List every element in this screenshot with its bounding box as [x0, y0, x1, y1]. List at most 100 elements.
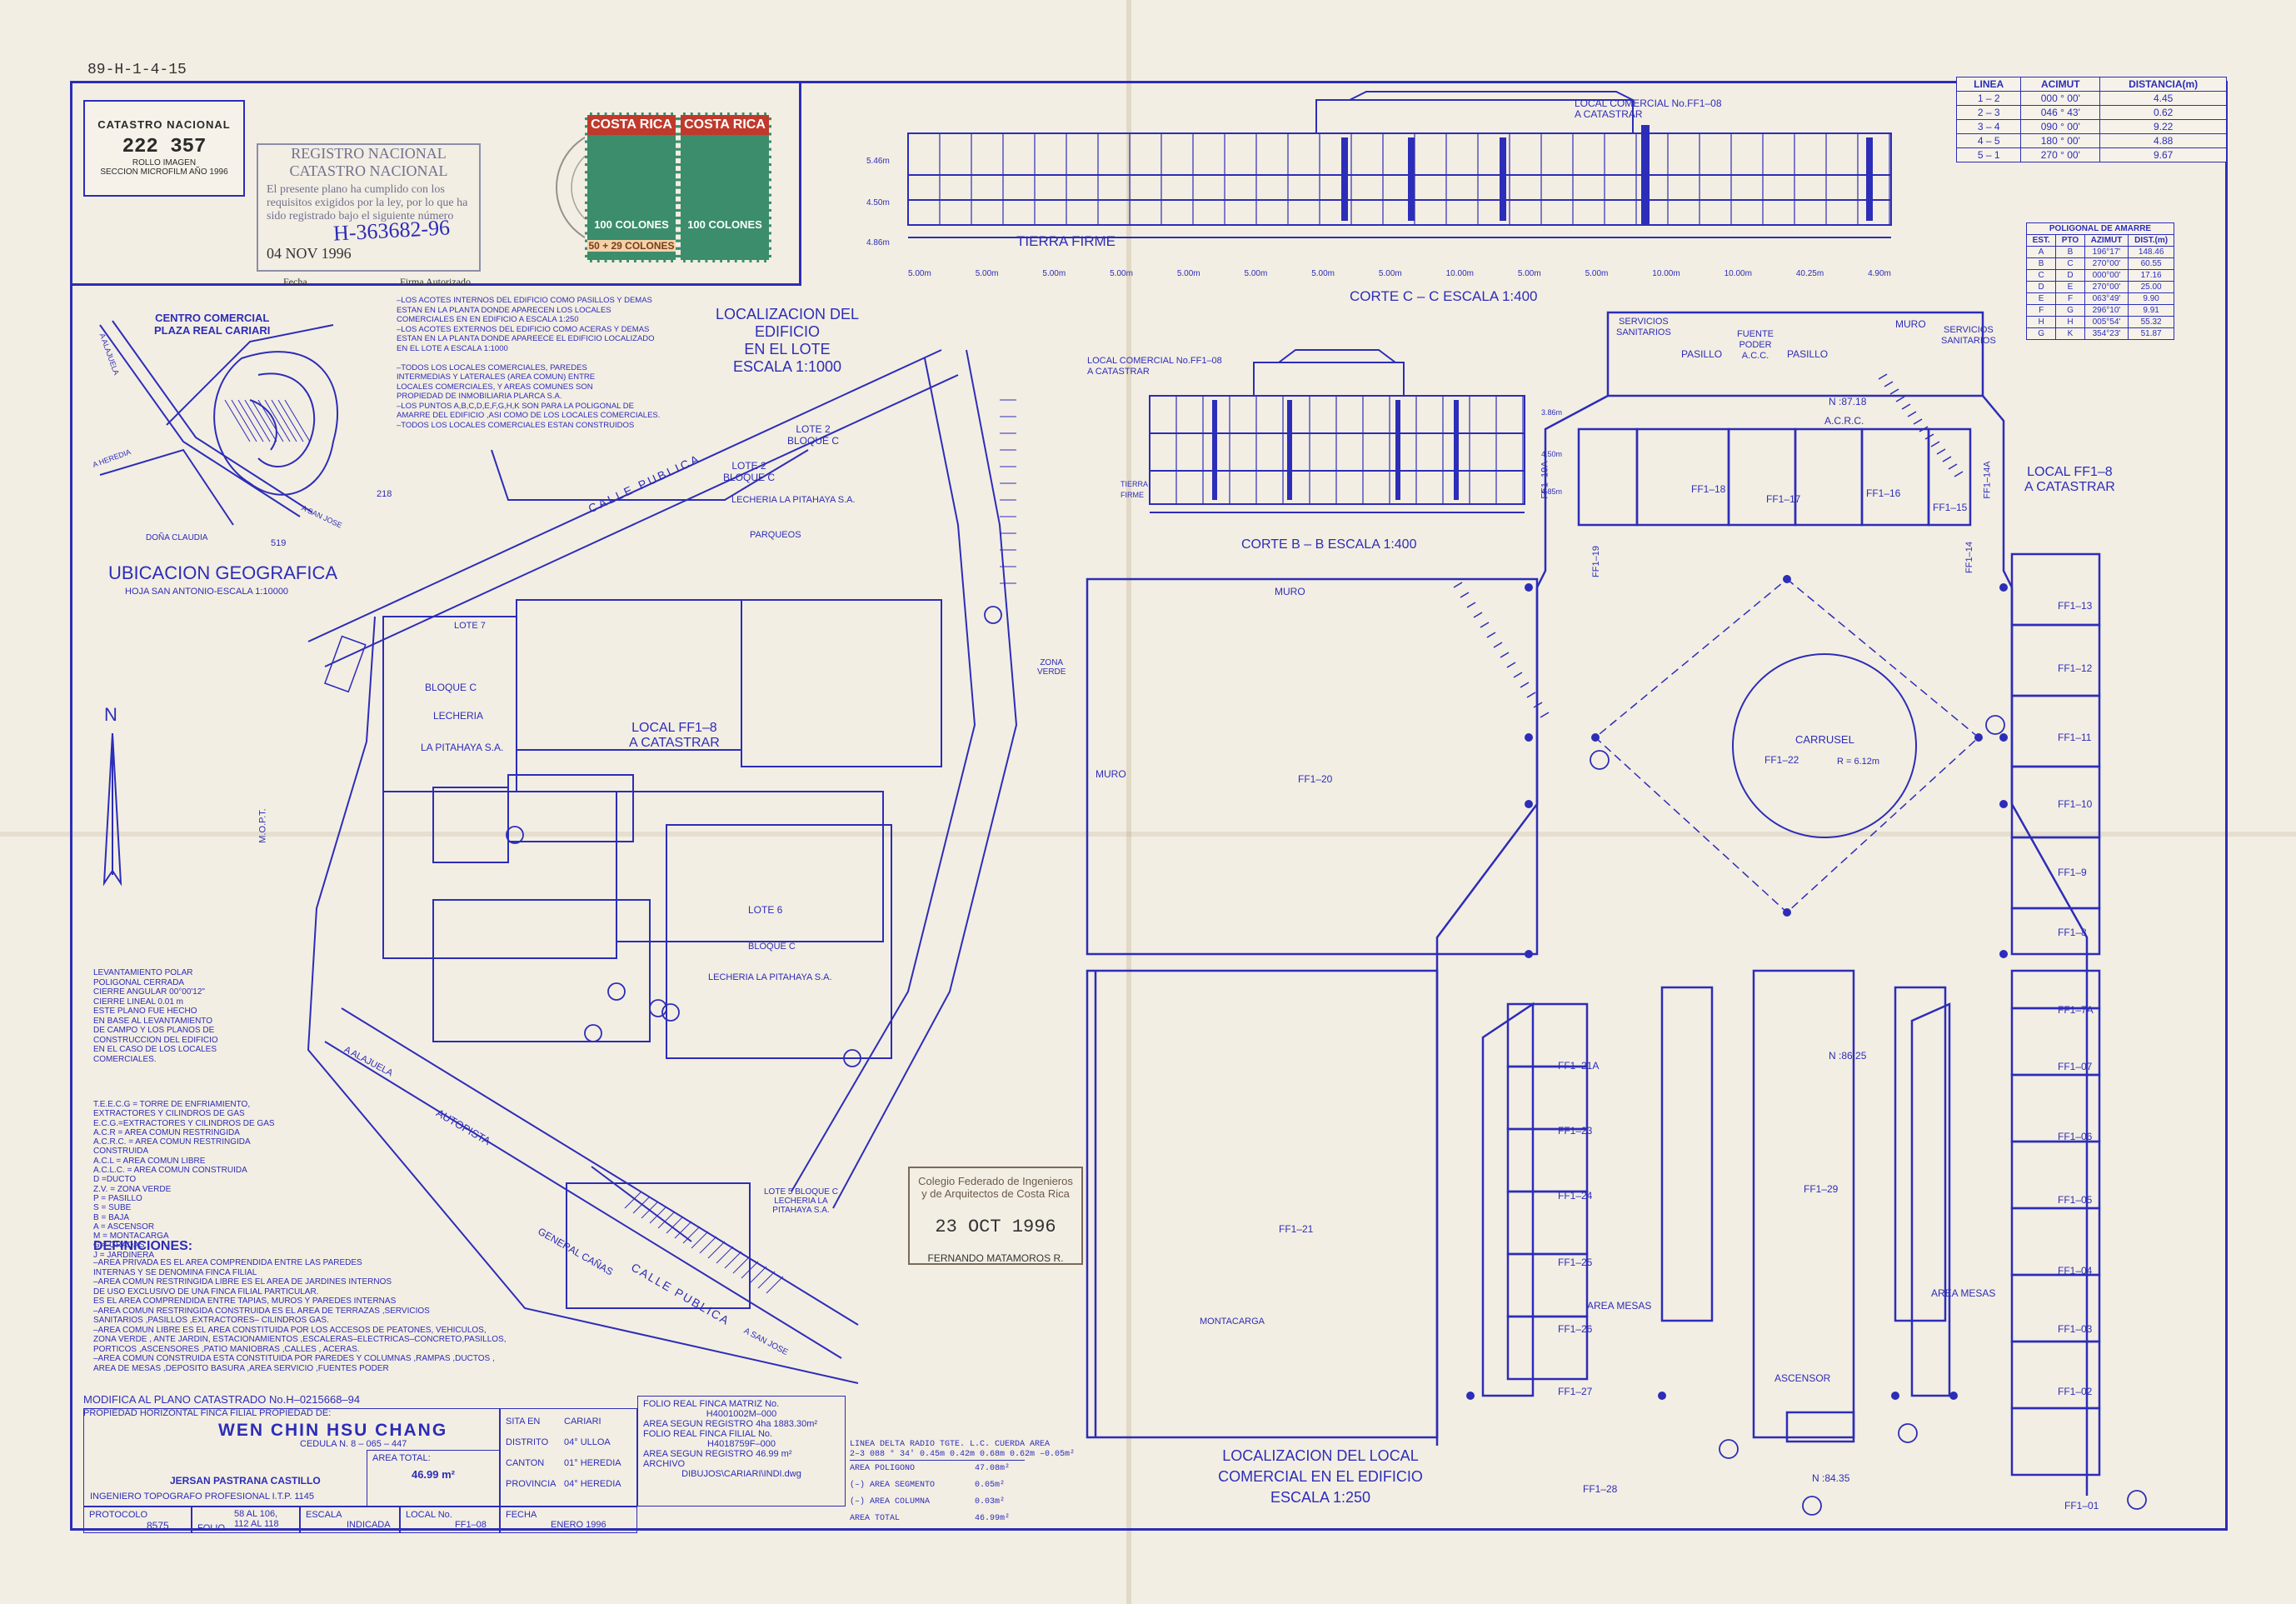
map-hatch-line: [264, 399, 291, 442]
plan-unit-label: FF1–17: [1766, 493, 1801, 505]
acimut-cell: 046 ° 43': [2020, 105, 2101, 120]
poligonal-cell: 063°49': [2084, 292, 2129, 305]
sita-label: SITA EN: [506, 1417, 541, 1427]
provincia-value: 04° HEREDIA: [564, 1479, 621, 1489]
escalator-step: [1884, 381, 1894, 387]
corte-bb-height: 3.86m: [1541, 408, 1563, 417]
escalator-step: [1895, 396, 1905, 402]
plan-unit-label: FF1–02: [2058, 1386, 2093, 1397]
escalator-step: [1907, 411, 1917, 417]
corte-bb-local-label: LOCAL COMERCIAL No.FF1–08 A CATASTRAR: [1087, 356, 1222, 377]
map-hatch-line: [237, 399, 264, 442]
site-lecheria6: LECHERIA LA PITAHAYA S.A.: [708, 972, 832, 982]
folio-label: FOLIO: [197, 1523, 226, 1533]
dimension-label: 5.00m: [1585, 269, 1609, 278]
poligonal-cell: F: [2055, 292, 2085, 305]
levantamiento-notes: LEVANTAMIENTO POLAR POLIGONAL CERRADA CI…: [93, 968, 218, 1064]
plan-unit-label: FF1–12: [2058, 662, 2093, 674]
parking-stripe: [649, 1206, 667, 1224]
north-label: N: [104, 704, 117, 725]
plan-acrc: A.C.R.C.: [1824, 415, 1864, 427]
site-bloque-c6: BLOQUE C: [748, 942, 796, 952]
map-hatch-line: [244, 399, 271, 442]
parking-stripe: [624, 1191, 642, 1209]
site-lote2a: LOTE 2 BLOQUE C: [723, 460, 776, 483]
plan-unit-label: FF1–14: [1964, 542, 1974, 573]
structural-column: [1525, 950, 1533, 958]
table-header: ACIMUT: [2020, 77, 2101, 92]
table-header: LINEA: [1955, 77, 2022, 92]
poligonal-cell: 196°17': [2084, 246, 2129, 258]
plan-unit-label: FF1–26: [1558, 1323, 1593, 1335]
area-total-cell: AREA TOTAL: 46.99 m²: [367, 1450, 500, 1507]
escalator-step: [1520, 682, 1530, 688]
escalator-step: [1942, 456, 1952, 462]
plan-room-muro: MURO: [1895, 318, 1926, 330]
plan-radius: R = 6.12m: [1837, 757, 1880, 767]
postage-stamps: COSTA RICA 100 COLONES 50 + 29 COLONES C…: [556, 108, 775, 271]
parking-stripe: [766, 1276, 784, 1294]
plan-room-fuente-poder: FUENTE PODER A.C.C.: [1737, 329, 1774, 361]
structural-column: [1974, 733, 1983, 742]
acimut-cell: 090 ° 00': [2020, 119, 2101, 134]
table-header: PTO: [2055, 234, 2085, 247]
plan-unit-label: FF1–21A: [1558, 1060, 1600, 1072]
structural-column: [1999, 733, 2008, 742]
folio-value: 58 AL 106, 112 AL 118: [234, 1509, 279, 1529]
acimut-cell: 4.88: [2099, 133, 2227, 148]
structural-column: [1999, 950, 2008, 958]
acimut-cell: 180 ° 00': [2020, 133, 2101, 148]
registro-subheading: CATASTRO NACIONAL: [289, 162, 448, 179]
escalator-step: [1936, 448, 1946, 455]
poligonal-cell: 354°23': [2084, 327, 2129, 340]
plan-unit-label: FF1–7A: [2058, 1004, 2094, 1016]
escalator-step: [1954, 471, 1964, 477]
acimut-cell: 2 – 3: [1955, 105, 2022, 120]
acimut-cell: 1 – 2: [1955, 91, 2022, 106]
poligonal-cell: 270°00': [2084, 281, 2129, 293]
area-total-value: 46.99 m²: [411, 1468, 456, 1481]
catastro-nacional-stamp: CATASTRO NACIONAL 222 357 ROLLO IMAGEN S…: [83, 100, 245, 197]
poligonal-cell: E: [2055, 281, 2085, 293]
protocolo-value: 8575: [147, 1520, 169, 1532]
provincia-label: PROVINCIA: [506, 1479, 557, 1489]
plan-unit-label: FF1–16: [1866, 487, 1901, 499]
poligonal-cell: 148.46: [2128, 246, 2174, 258]
escalator-step: [1924, 433, 1934, 440]
dimension-label: 40.25m: [1795, 269, 1824, 278]
corte-bb-section-drawing: [1149, 349, 1525, 513]
escalator-step: [1513, 672, 1523, 678]
table-header: DISTANCIA(m): [2099, 77, 2227, 92]
plan-unit-label: FF1–05: [2058, 1194, 2093, 1206]
plan-title: LOCALIZACION DEL LOCAL COMERCIAL EN EL E…: [1218, 1447, 1423, 1506]
acimut-cell: 5 – 1: [1955, 147, 2022, 162]
engineer-name: JERSAN PASTRANA CASTILLO: [170, 1475, 321, 1487]
owner-name: WEN CHIN HSU CHANG: [218, 1421, 448, 1440]
canton-value: 01° HEREDIA: [564, 1458, 621, 1468]
poligonal-cell: 17.16: [2128, 269, 2174, 282]
structural-column: [1999, 583, 2008, 592]
structural-column: [1783, 908, 1791, 917]
area-registro2: AREA SEGUN REGISTRO 46.99 m²: [643, 1449, 792, 1459]
plan-room-pasillo-2: PASILLO: [1787, 348, 1829, 360]
owner-cedula: CEDULA N. 8 – 065 – 447: [300, 1439, 407, 1449]
escalator-step: [1889, 388, 1899, 395]
plan-unit-label: FF1–03: [2058, 1323, 2093, 1335]
poligonal-cell: 51.87: [2128, 327, 2174, 340]
corte-cc-title: CORTE C – C ESCALA 1:400: [1350, 288, 1538, 304]
modifica-plano: MODIFICA AL PLANO CATASTRADO No.H–021566…: [83, 1393, 361, 1406]
plan-ff1-21: FF1–21: [1279, 1223, 1314, 1235]
abbreviations-notes: T.E.E.C.G = TORRE DE ENFRIAMIENTO, EXTRA…: [93, 1100, 275, 1260]
escalator-step: [1480, 622, 1490, 628]
site-local-ff18: LOCAL FF1–8 A CATASTRAR: [629, 721, 720, 750]
poligonal-cell: 55.32: [2128, 316, 2174, 328]
poligonal-cell: D: [2025, 281, 2057, 293]
structural-column: [1891, 1392, 1899, 1400]
escalator-step: [1878, 373, 1888, 380]
plan-room-pasillo-1: PASILLO: [1681, 348, 1723, 360]
site-lote6: LOTE 6: [748, 904, 783, 916]
site-pitahaya: LA PITAHAYA S.A.: [421, 742, 504, 753]
